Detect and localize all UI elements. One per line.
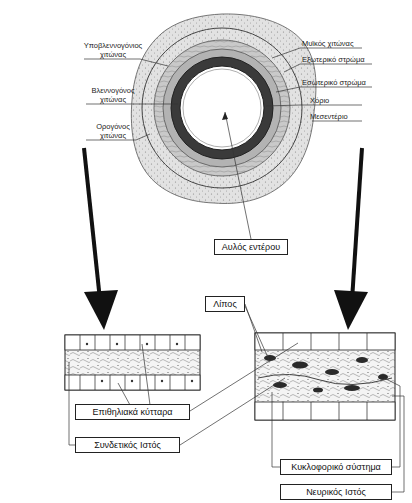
leader-line [276, 87, 372, 92]
tissue-blobs [264, 355, 388, 393]
box-label: Νευρικός Ιστός [306, 487, 366, 498]
label-box: Λίπος [205, 296, 245, 312]
cell-row [255, 402, 395, 420]
mucosa [171, 57, 273, 159]
leader-line [180, 378, 285, 445]
cell-row [65, 335, 200, 350]
box-label: Κυκλοφορικό σύστημα [291, 462, 381, 473]
part-label: Χόριο [310, 96, 390, 105]
lumen-ring [183, 69, 261, 147]
tissue-strip-right [255, 333, 395, 420]
intestine-section [131, 14, 316, 204]
part-label: Εξωτερικό στρώμα [302, 55, 392, 64]
tissue-strip-left [65, 335, 200, 390]
part-label: Μεσεντέριο [310, 112, 390, 121]
big-arrow-shaft [84, 148, 100, 300]
big-arrow-head [84, 290, 118, 330]
part-label: Ορογόνος χιτώνας [84, 122, 142, 140]
part-label: Εσωτερικό στρώμα [302, 78, 392, 87]
leader-line [118, 383, 130, 405]
leader-line [245, 306, 270, 362]
part-label: Υποβλεννογόνιος χιτώνας [80, 41, 146, 59]
strip-outline [255, 333, 395, 420]
box-label: Επιθηλιακά κύτταρα [93, 407, 173, 418]
label-box: Νευρικός Ιστός [280, 484, 392, 500]
leader-line [86, 104, 178, 105]
inner-muscle [163, 49, 281, 167]
outer-muscle [154, 40, 290, 176]
nuclei [86, 343, 193, 382]
box-label: Λίπος [213, 299, 236, 310]
part-label: Βλεννογόνος χιτώνας [84, 86, 142, 104]
big-arrow-head [334, 290, 368, 330]
cell-walls [283, 333, 367, 420]
big-arrow-shaft [352, 148, 362, 300]
pointer-head [222, 112, 228, 120]
box-label: Αυλός εντέρου [222, 242, 280, 253]
label-box: Κυκλοφορικό σύστημα [280, 459, 392, 475]
leader-line [142, 344, 150, 405]
leader-lines [84, 48, 372, 239]
big-arrows [84, 148, 368, 330]
leader-lines [69, 304, 404, 492]
leader-line [392, 396, 404, 492]
lumen-pointer [225, 112, 251, 239]
leader-line [284, 64, 372, 72]
leader-line [266, 105, 362, 106]
lumen [180, 66, 264, 150]
leader-line [190, 343, 298, 411]
vessel [258, 374, 392, 384]
part-label: Μυϊκός χιτώνας [302, 39, 392, 48]
mesentery [131, 14, 316, 204]
label-box: Επιθηλιακά κύτταρα [75, 404, 190, 420]
label-box: Αυλός εντέρου [214, 239, 288, 255]
cell-walls [80, 335, 185, 390]
serosa [142, 28, 302, 188]
leader-line [384, 378, 400, 467]
strip-outline [65, 335, 200, 390]
label-box: Συνδετικός Ιστός [75, 437, 180, 453]
leader-line [84, 59, 168, 66]
cell-row [65, 375, 200, 390]
leader-line [272, 392, 280, 467]
cell-row [255, 333, 395, 350]
box-label: Συνδετικός Ιστός [94, 440, 161, 451]
